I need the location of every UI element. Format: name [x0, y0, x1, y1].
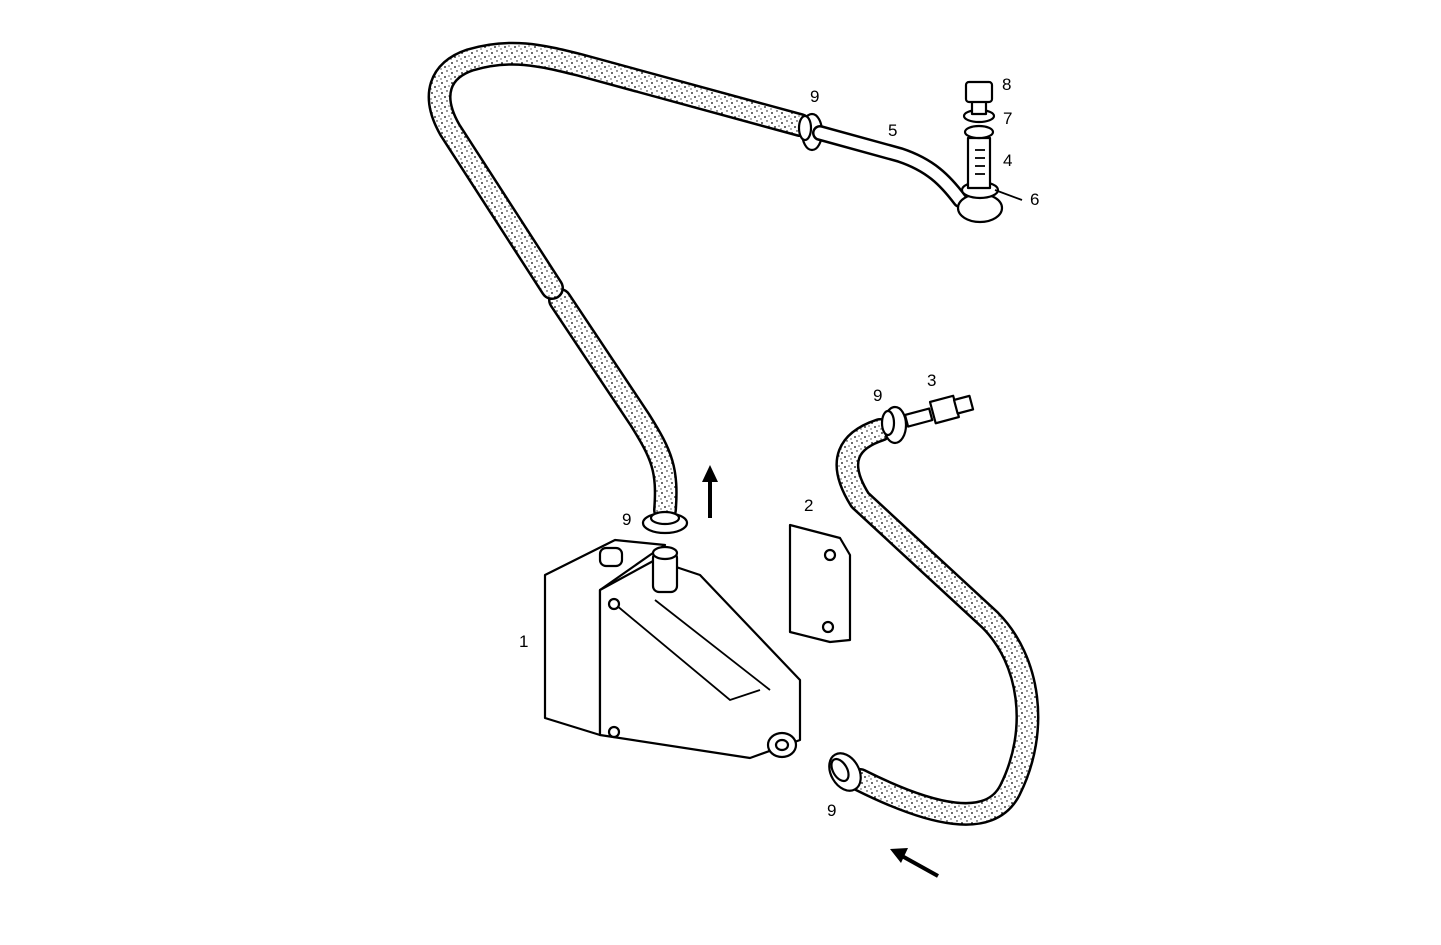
callout-6: 6 [1030, 190, 1040, 209]
callout-9-right: 9 [873, 386, 883, 405]
callout-5: 5 [888, 121, 898, 140]
callout-1: 1 [519, 632, 529, 651]
lower-hose [835, 418, 1040, 826]
tank [543, 538, 802, 760]
callout-9-upper: 9 [810, 87, 820, 106]
callout-7: 7 [1003, 109, 1013, 128]
hose-clamp-lower [828, 752, 862, 792]
hose-clamp-right [880, 405, 908, 445]
callout-9-lower: 9 [827, 801, 837, 820]
callout-4: 4 [1003, 151, 1013, 170]
hose-connector-fitting [903, 394, 975, 428]
upper-hose [427, 41, 812, 522]
callout-3: 3 [927, 371, 937, 390]
cover-plate [788, 523, 852, 644]
flow-arrow-in [890, 848, 939, 878]
hose-clamp-tank [641, 510, 689, 535]
callout-8: 8 [1002, 75, 1012, 94]
rigid-pipe [812, 125, 968, 208]
banjo-assembly [956, 80, 1023, 224]
callout-9-tank: 9 [622, 510, 632, 529]
callout-2: 2 [804, 496, 814, 515]
flow-arrow-up [702, 465, 718, 518]
